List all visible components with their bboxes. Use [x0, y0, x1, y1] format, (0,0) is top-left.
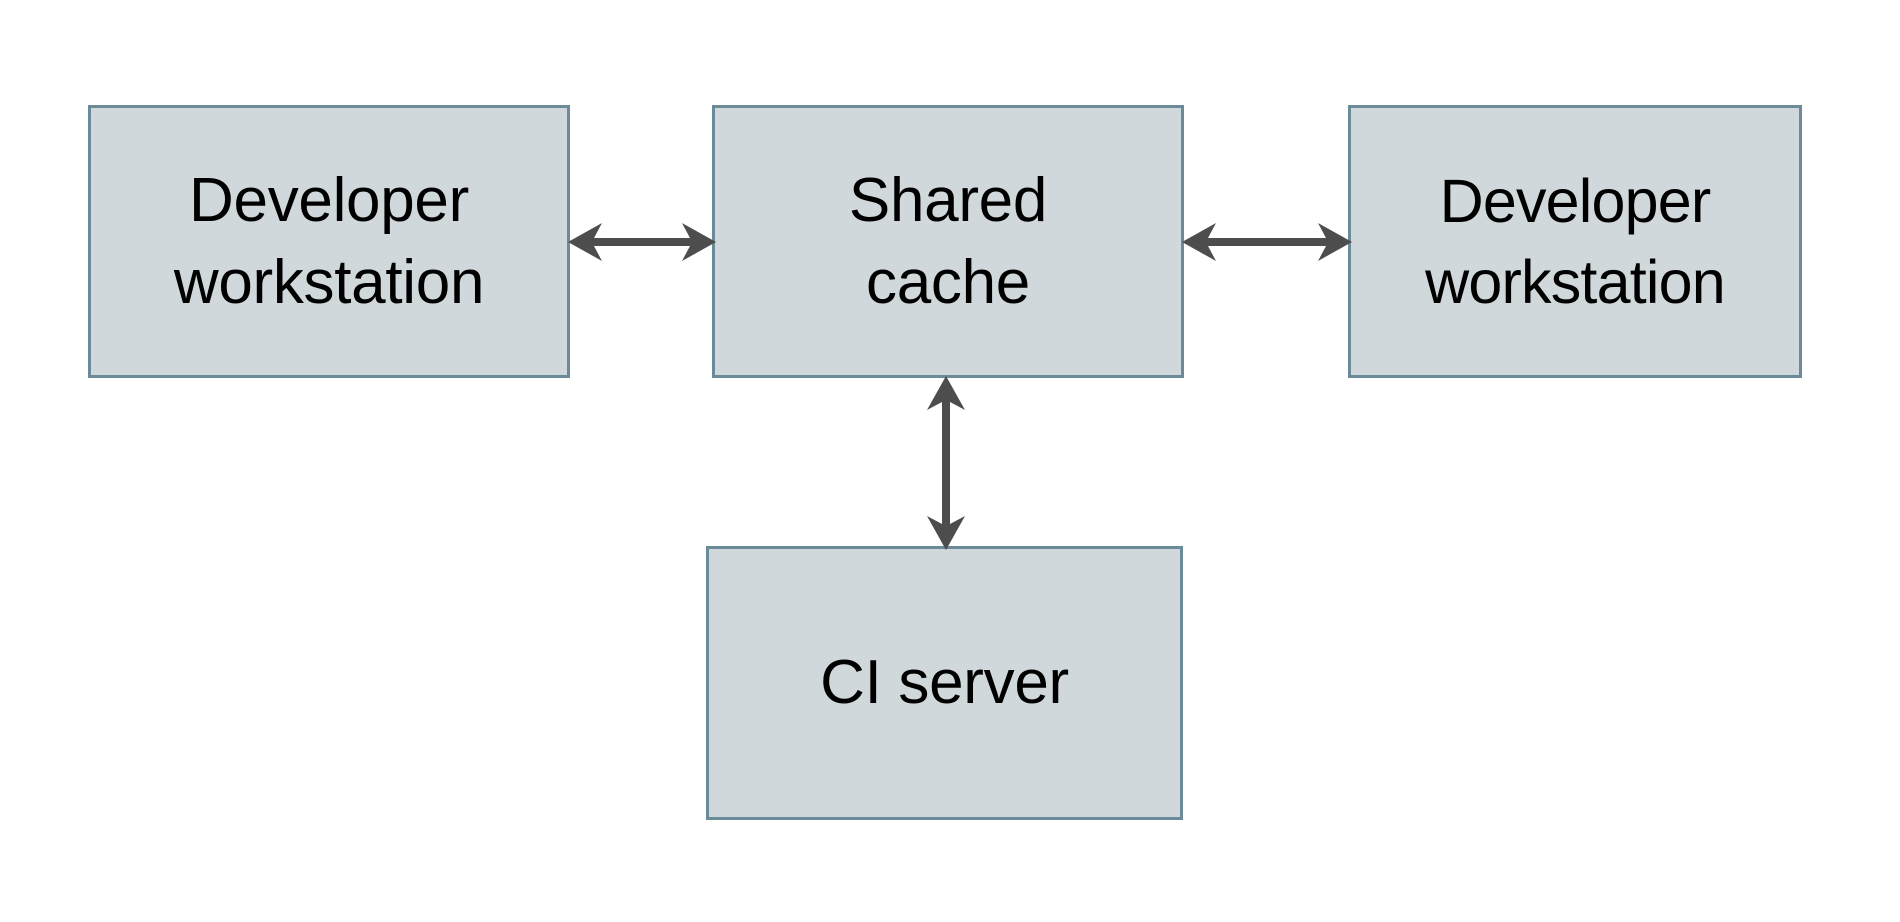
node-developer-workstation-right[interactable]: Developer workstation: [1348, 105, 1802, 378]
double-arrow-vertical-icon: [927, 376, 965, 550]
node-ci-server[interactable]: CI server: [706, 546, 1183, 820]
node-developer-workstation-left[interactable]: Developer workstation: [88, 105, 570, 378]
connector-shared-cache-to-developer-workstation-right[interactable]: [1180, 196, 1354, 288]
double-arrow-horizontal-icon: [1182, 223, 1352, 261]
node-shared-cache[interactable]: Shared cache: [712, 105, 1184, 378]
connector-developer-workstation-left-to-shared-cache[interactable]: [566, 196, 718, 288]
node-label: CI server: [820, 647, 1069, 717]
double-arrow-horizontal-icon: [568, 223, 716, 261]
node-label: Developer workstation: [173, 165, 485, 317]
connector-shared-cache-to-ci-server[interactable]: [900, 374, 992, 552]
node-label: Shared cache: [848, 165, 1048, 317]
node-label: Developer workstation: [1425, 166, 1726, 316]
